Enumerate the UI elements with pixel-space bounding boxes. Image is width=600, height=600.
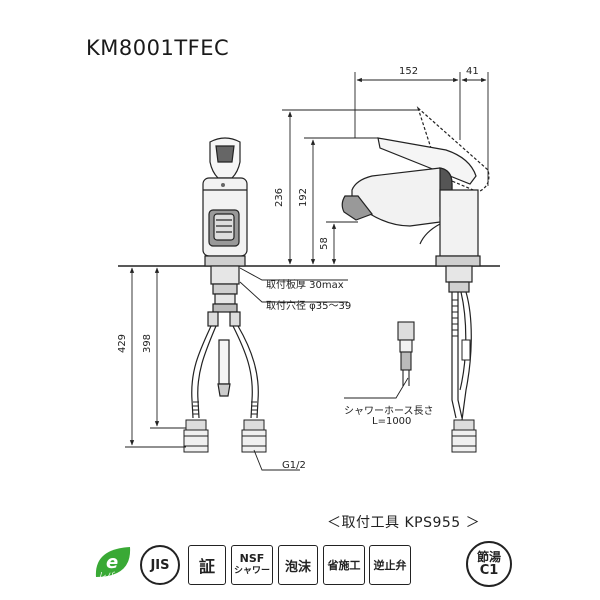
hose-length-value: L=1000 [372,416,412,427]
nsf-text: NSF [239,552,265,565]
certificate-text: 証 [198,557,215,576]
certificate-badge: 証 [188,545,226,585]
labor-saving-text: 省施工 [327,559,361,572]
check-valve-text: 逆止弁 [373,559,407,572]
eco-leaf-icon: e [95,547,131,577]
eco-lever-badge: e レバー [92,543,134,585]
side-view [341,106,490,293]
nsf-shower-badge: NSF シャワー [231,545,273,585]
hose-nut-side [453,419,475,431]
nsf-shower-text: シャワー [233,566,270,576]
dim-429: 429 [117,333,129,354]
hot-saving-class: C1 [479,563,499,578]
hot-saving-badge: 節湯 C1 [466,541,512,587]
model-title: KM8001TFEC [86,36,230,60]
hose-nut-right [243,419,265,431]
plate-thickness-note: 取付板厚 30max [266,280,344,291]
supply-hoses-front [191,325,259,419]
dim-192: 192 [298,187,310,208]
dim-41: 41 [466,66,479,77]
jis-badge: JIS [140,545,180,585]
front-view [202,137,248,397]
hole-diameter-note: 取付穴径 φ35～39 [266,301,352,312]
foam-badge: 泡沫 [278,545,318,585]
faucet-column-side [439,189,479,257]
eco-lever-text: レバー [98,571,122,580]
dim-236: 236 [274,187,286,208]
dim-398: 398 [142,333,154,354]
spout-body [351,167,453,227]
check-valve-badge: 逆止弁 [369,545,411,585]
dim-152: 152 [399,66,419,77]
dim-58: 58 [318,237,330,250]
labor-saving-badge: 省施工 [323,545,365,585]
hose-connector [397,321,415,386]
foam-text: 泡沫 [284,559,311,575]
hose-length-label: シャワーホース長さ [344,406,434,417]
dimension-lines [125,72,489,471]
svg-text:e: e [106,552,118,573]
tool-note: ＜取付工具 KPS955 ＞ [327,515,481,531]
hose-nut-left [185,419,207,431]
jis-text: JIS [150,557,170,573]
thread-note: G1/2 [282,460,306,471]
hot-saving-text: 節湯 [476,550,501,564]
